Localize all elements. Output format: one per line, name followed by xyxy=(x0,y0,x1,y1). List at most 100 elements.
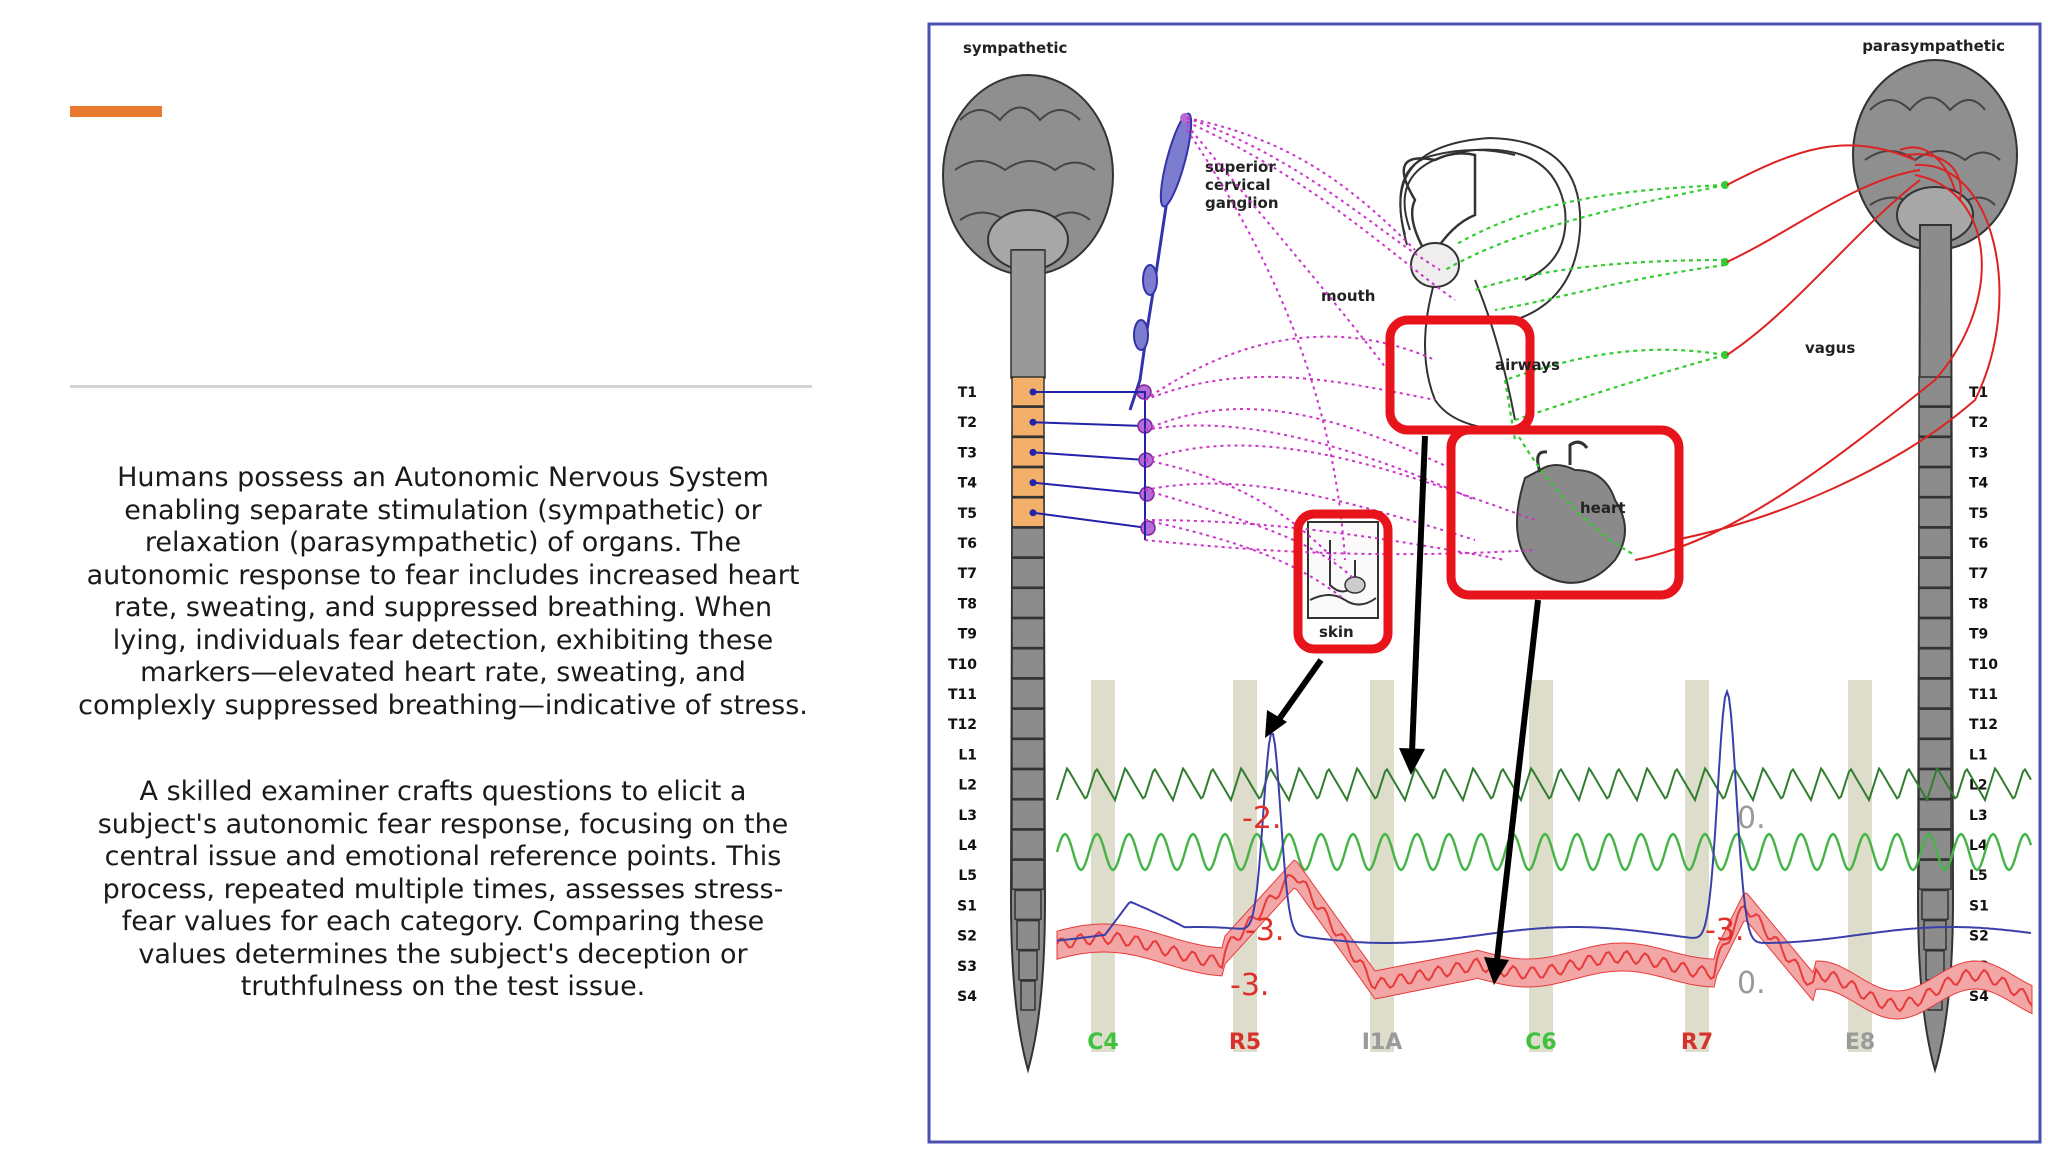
vagus-nerve-paths xyxy=(1634,144,2001,561)
right-segment-label-l1: L1 xyxy=(1969,747,1988,763)
trace-score-3: -3. xyxy=(1245,913,1284,948)
right-segment-label-s1: S1 xyxy=(1969,898,1989,914)
right-segment-label-t10: T10 xyxy=(1969,657,1998,673)
skin-highlight-box xyxy=(1293,509,1393,654)
organ-to-trace-arrows xyxy=(1265,435,1541,985)
sympathetic-ramus-3 xyxy=(1032,451,1147,461)
left-segment-label-t2: T2 xyxy=(958,415,977,431)
left-segment-t5 xyxy=(1011,497,1045,528)
paragraph-examiner-process: A skilled examiner crafts questions to e… xyxy=(97,776,789,1002)
left-segment-t4 xyxy=(1011,466,1045,498)
left-segment-label-l4: L4 xyxy=(958,838,977,854)
trace-score-1: -2. xyxy=(1242,801,1281,836)
question-marker-c6: C6 xyxy=(1525,1030,1556,1055)
left-segment-label-t10: T10 xyxy=(948,657,977,673)
left-segment-label-l1: L1 xyxy=(958,747,977,763)
sympathetic-ramus-2 xyxy=(1032,421,1146,427)
vagus-path-6 xyxy=(1899,146,1956,191)
sympathetic-label: sympathetic xyxy=(963,39,1067,57)
vagus-label: vagus xyxy=(1805,339,1855,357)
parasympathetic-path-4 xyxy=(1494,263,1726,312)
ganglion-label-line1: superior xyxy=(1205,158,1276,176)
right-segment-t11 xyxy=(1918,678,1952,709)
left-segment-label-t6: T6 xyxy=(958,536,977,552)
right-brain-icon xyxy=(1852,59,2018,251)
right-segment-label-t3: T3 xyxy=(1969,445,1988,461)
right-segment-label-s2: S2 xyxy=(1969,929,1989,945)
trace-score-4: -3. xyxy=(1230,968,1269,1003)
sympathetic-path-15 xyxy=(1144,519,1346,601)
left-segment-label-t4: T4 xyxy=(958,476,978,492)
right-segment-t3 xyxy=(1918,436,1952,468)
question-marker-i1a: I1A xyxy=(1362,1030,1403,1055)
question-marker-r5: R5 xyxy=(1229,1030,1261,1055)
right-segment-label-l5: L5 xyxy=(1969,868,1988,884)
left-segment-s2 xyxy=(1016,919,1040,951)
right-segment-t9 xyxy=(1918,617,1952,649)
chain-node-5 xyxy=(1140,520,1156,536)
vagus-path-3 xyxy=(1726,179,1921,356)
left-segment-t11 xyxy=(1011,678,1045,709)
electrodermal-trace xyxy=(1056,688,2032,944)
right-segment-l3 xyxy=(1918,799,1952,830)
right-segment-label-t4: T4 xyxy=(1969,476,1989,492)
left-segment-label-s3: S3 xyxy=(957,959,977,975)
left-segment-label-t5: T5 xyxy=(958,506,977,522)
left-segment-s3 xyxy=(1018,950,1038,981)
airways-label: airways xyxy=(1495,356,1560,374)
left-spinal-segments xyxy=(1011,376,1045,1011)
left-segment-t12 xyxy=(1011,708,1045,739)
parasympathetic-path-1 xyxy=(1454,183,1726,246)
left-segment-label-s2: S2 xyxy=(957,929,977,945)
heart-icon xyxy=(1516,440,1626,584)
right-segment-label-t12: T12 xyxy=(1969,717,1998,733)
left-segment-label-t11: T11 xyxy=(948,687,977,703)
cardio-trace-line xyxy=(1056,873,2033,1013)
question-marker-c4: C4 xyxy=(1087,1030,1118,1055)
right-segment-l1 xyxy=(1918,738,1952,770)
right-segment-label-t6: T6 xyxy=(1969,536,1988,552)
parasympathetic-label: parasympathetic xyxy=(1862,37,2005,55)
chain-node-4 xyxy=(1139,486,1155,502)
right-segment-label-t9: T9 xyxy=(1969,627,1988,643)
parasympathetic-path-6 xyxy=(1514,353,1726,422)
paragraph-autonomic-system: Humans possess an Autonomic Nervous Syst… xyxy=(78,462,808,721)
left-segment-label-l3: L3 xyxy=(958,808,977,824)
question-marker-r7: R7 xyxy=(1681,1030,1713,1055)
right-segment-t7 xyxy=(1918,557,1952,588)
sympathetic-path-3 xyxy=(1186,121,1456,301)
parasympathetic-node-3 xyxy=(1721,351,1729,359)
ganglion-node xyxy=(1180,113,1190,123)
vagus-path-2 xyxy=(1726,169,1921,263)
left-segment-t9 xyxy=(1011,617,1045,649)
left-segment-t3 xyxy=(1011,436,1045,468)
left-brain-icon xyxy=(942,74,1114,276)
left-segment-t6 xyxy=(1011,527,1045,558)
right-segment-label-l3: L3 xyxy=(1969,808,1988,824)
parasympathetic-path-5 xyxy=(1504,348,1726,382)
left-segment-label-t12: T12 xyxy=(948,717,977,733)
heart-label: heart xyxy=(1580,499,1626,517)
left-segment-label-t1: T1 xyxy=(958,385,977,401)
vagus-path-4 xyxy=(1634,174,1983,561)
parasympathetic-node-1 xyxy=(1721,181,1729,189)
parasympathetic-nerve-paths xyxy=(1444,181,1729,556)
parasympathetic-path-3 xyxy=(1474,258,1726,292)
sympathetic-ramus-4 xyxy=(1032,481,1148,495)
left-segment-l2 xyxy=(1011,768,1045,800)
left-segment-t7 xyxy=(1011,557,1045,588)
sympathetic-path-9 xyxy=(1144,424,1476,501)
right-segment-label-t11: T11 xyxy=(1969,687,1998,703)
left-segment-t2 xyxy=(1011,406,1045,437)
sympathetic-path-1 xyxy=(1186,117,1416,251)
left-segment-label-l2: L2 xyxy=(958,778,977,794)
right-segment-s1 xyxy=(1921,889,1949,921)
right-segment-t8 xyxy=(1918,587,1952,619)
sympathetic-path-13 xyxy=(1144,489,1356,581)
marker-band-5 xyxy=(1685,680,1709,1052)
ganglion-label-line3: ganglion xyxy=(1205,194,1279,212)
left-segment-t8 xyxy=(1011,587,1045,619)
vagus-path-7 xyxy=(1904,153,1962,201)
right-segment-t1 xyxy=(1918,376,1952,407)
sympathetic-path-10 xyxy=(1144,444,1536,521)
